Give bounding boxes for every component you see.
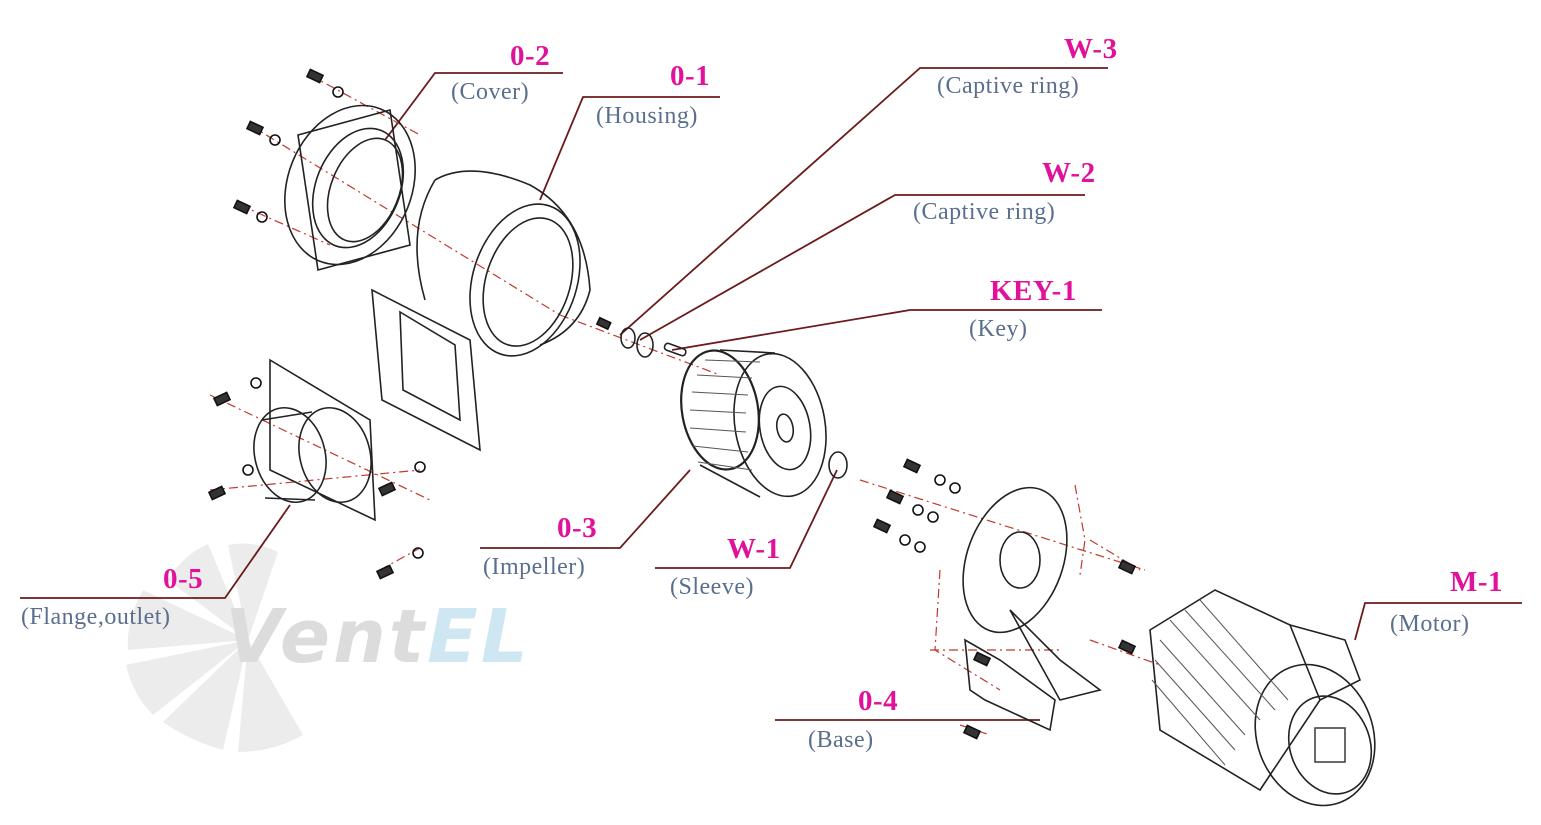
label-name-flange-outlet: (Flange,outlet) [21, 604, 171, 630]
label-name-base: (Base) [808, 727, 874, 753]
label-code-cover: 0-2 [510, 40, 551, 72]
label-code-base: 0-4 [858, 685, 899, 717]
label-code-flange-outlet: 0-5 [163, 563, 204, 595]
label-name-impeller: (Impeller) [483, 554, 586, 580]
label-code-motor: M-1 [1450, 566, 1504, 598]
label-name-cover: (Cover) [451, 79, 530, 105]
label-code-captive-ring-3: W-3 [1064, 33, 1118, 65]
base-part [962, 486, 1102, 732]
label-name-captive-ring-3: (Captive ring) [937, 73, 1080, 99]
motor-part [1149, 589, 1376, 807]
leader-lines [20, 67, 1522, 721]
watermark-logo: VentEL [225, 600, 531, 674]
label-name-motor: (Motor) [1390, 611, 1470, 637]
flange-outlet-part [253, 358, 376, 522]
watermark-logo-part2: EL [427, 594, 531, 680]
center-lines [209, 74, 1161, 736]
base-bolts [872, 458, 1137, 740]
impeller-part [680, 349, 827, 498]
label-name-captive-ring-2: (Captive ring) [913, 199, 1056, 225]
captive-rings-and-key [620, 327, 687, 358]
label-name-housing: (Housing) [596, 103, 698, 129]
housing-part [371, 170, 591, 452]
watermark-logo-part1: Vent [225, 594, 428, 680]
label-code-captive-ring-2: W-2 [1042, 157, 1096, 189]
label-name-key: (Key) [969, 316, 1028, 342]
label-code-sleeve: W-1 [727, 533, 781, 565]
cover-part [284, 104, 416, 272]
label-code-impeller: 0-3 [557, 512, 598, 544]
bolts [207, 68, 612, 580]
label-code-key: KEY-1 [990, 275, 1077, 307]
label-code-housing: 0-1 [670, 60, 711, 92]
sleeve-part [828, 451, 848, 479]
label-name-sleeve: (Sleeve) [670, 574, 754, 600]
